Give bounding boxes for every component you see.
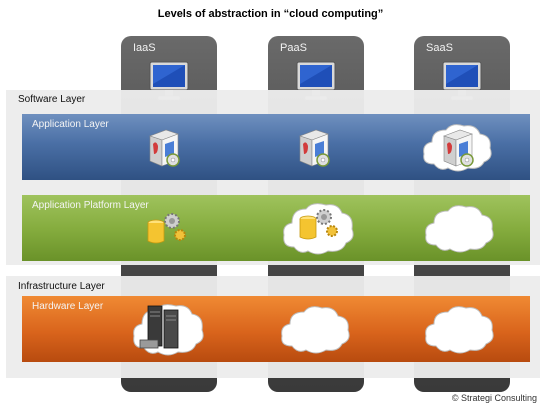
hardware-layer-label: Hardware Layer: [32, 301, 104, 312]
software-box-icon: [149, 129, 180, 167]
cloud-icon: [425, 306, 494, 354]
application-platform-layer-label: Application Platform Layer: [32, 200, 149, 211]
hardware-layer: Hardware Layer: [22, 296, 530, 362]
application-platform-layer: Application Platform Layer: [22, 195, 530, 261]
server-icon: [139, 305, 179, 349]
copyright-footer: © Strategi Consulting: [451, 393, 537, 403]
cloud-icon: [425, 205, 494, 253]
application-layer-label: Application Layer: [32, 119, 109, 130]
database-gears-icon: [147, 213, 186, 244]
column-label-iaas: IaaS: [133, 42, 156, 54]
diagram-title: Levels of abstraction in “cloud computin…: [157, 8, 384, 20]
cloud-icon: [283, 203, 354, 255]
software-box-icon: [443, 129, 474, 167]
software-box-icon: [299, 129, 330, 167]
software-layer-label: Software Layer: [18, 94, 86, 105]
cloud-icon: [281, 306, 350, 354]
column-label-saas: SaaS: [426, 42, 453, 54]
column-label-paas: PaaS: [280, 42, 307, 54]
infrastructure-layer-label: Infrastructure Layer: [18, 281, 105, 292]
database-gears-icon: [299, 209, 338, 240]
application-layer: Application Layer: [22, 114, 530, 180]
